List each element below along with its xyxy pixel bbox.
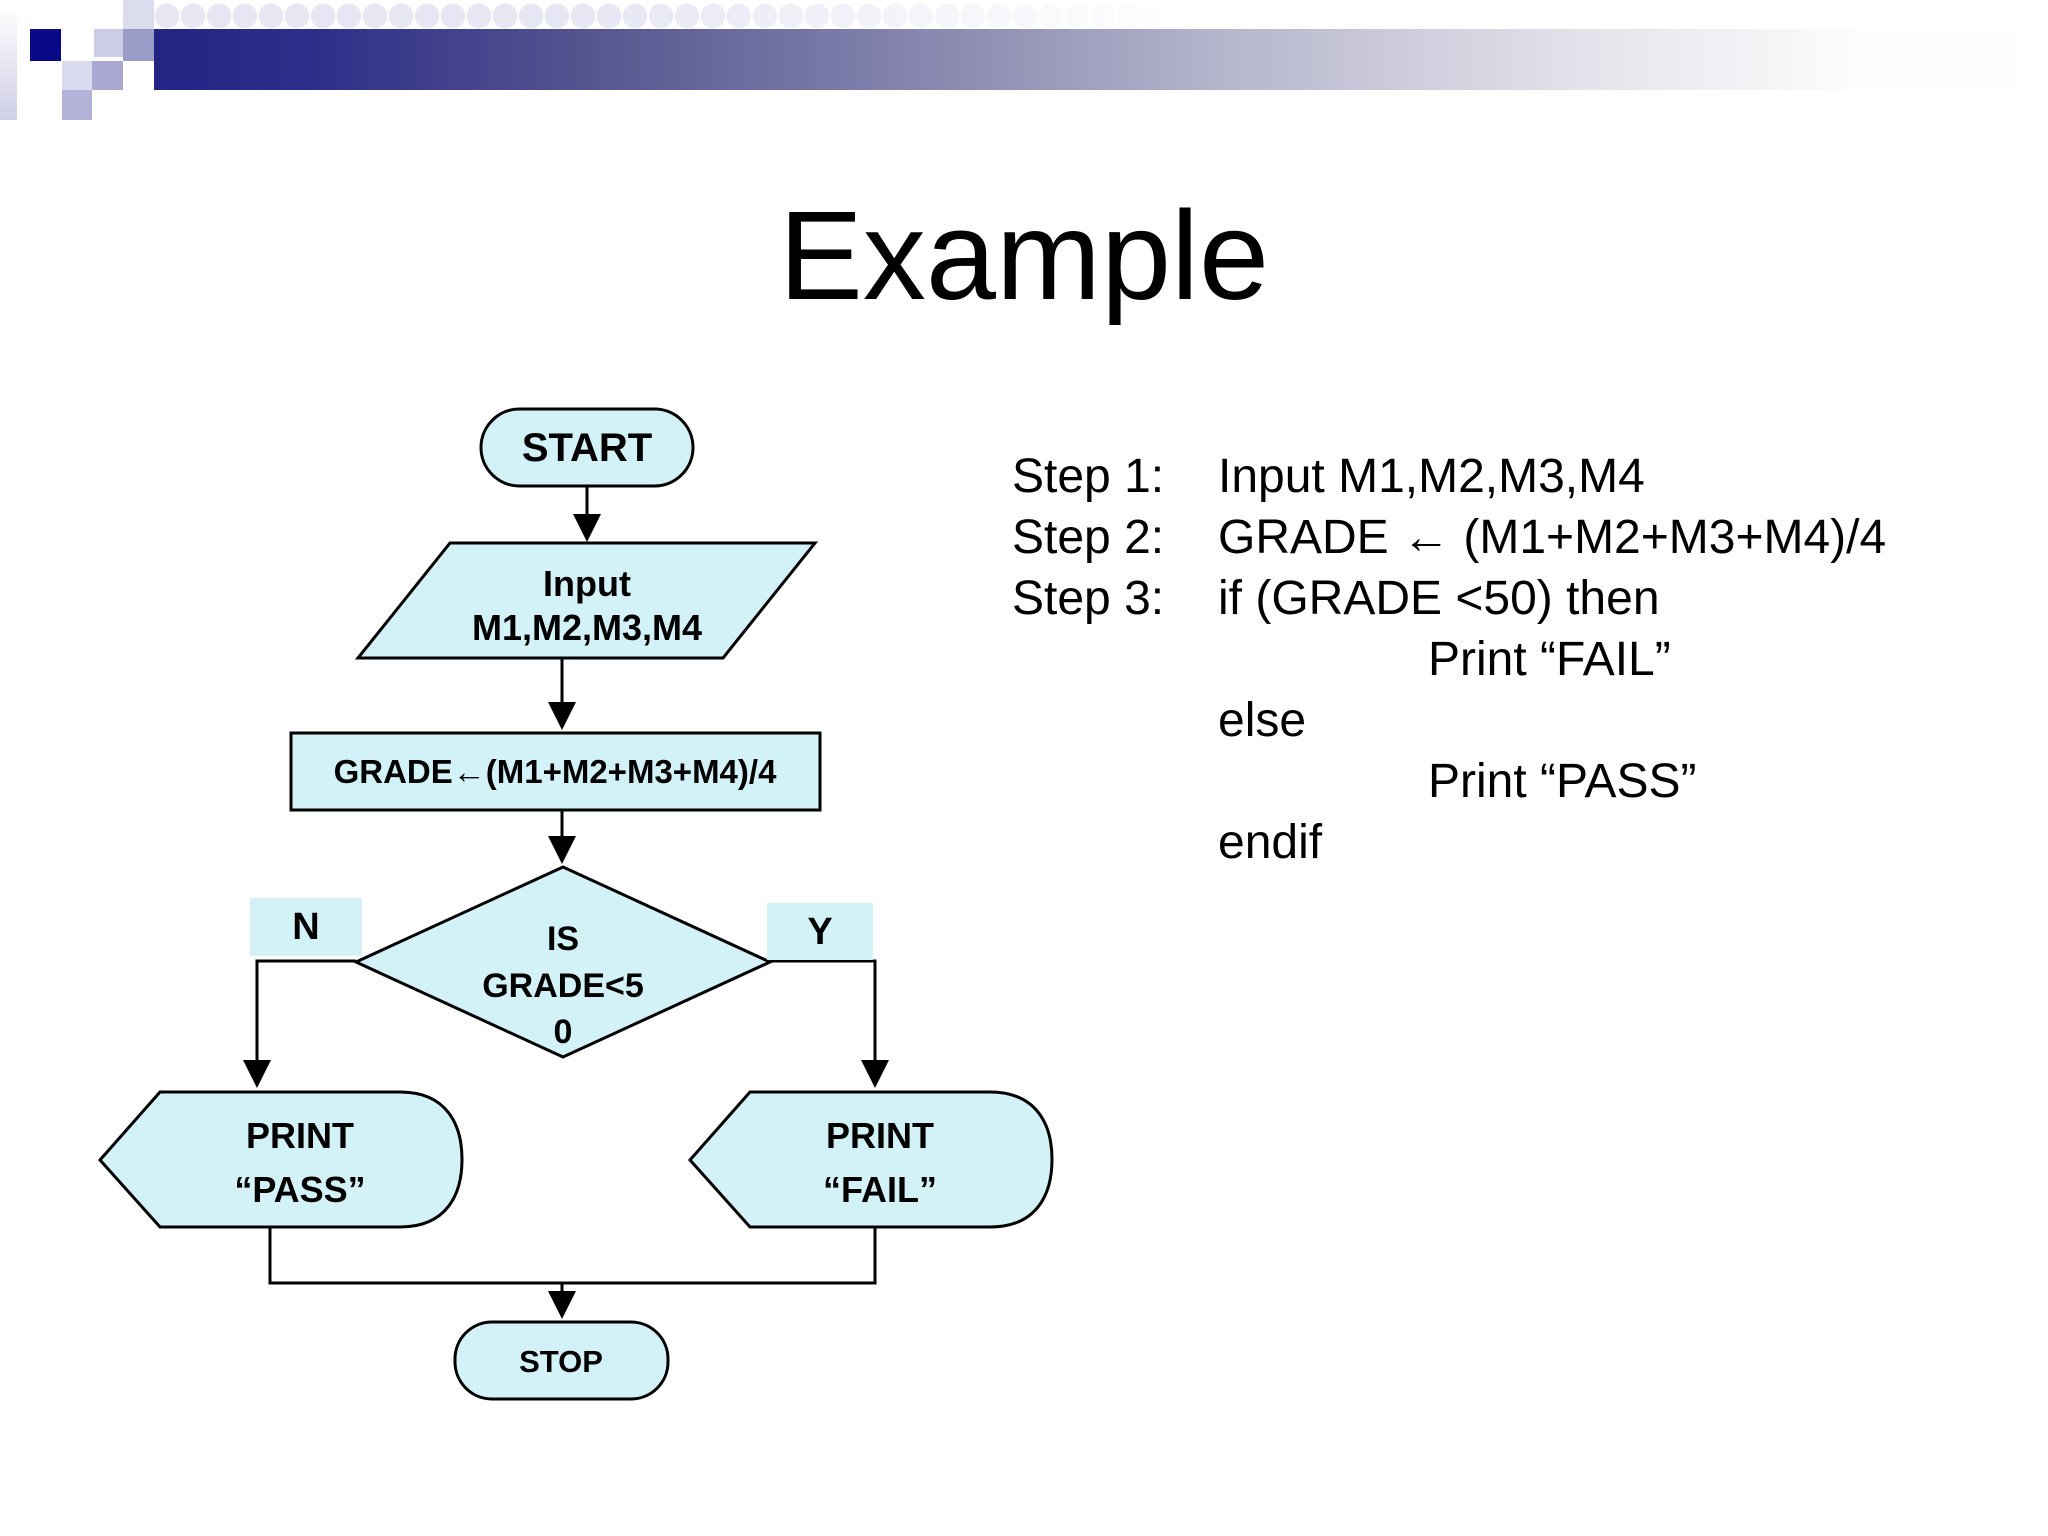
deco-square-navy <box>30 29 61 61</box>
statement-text: Print “FAIL” <box>1428 633 1671 686</box>
header-gradient-bar <box>154 29 2048 90</box>
statement-text: endif <box>1218 816 1323 869</box>
branch-label-box-yes <box>767 903 873 960</box>
arrowhead-icon <box>548 702 576 730</box>
pseudocode-row: endif <box>1012 812 1886 873</box>
step-label: Step 3: <box>1012 572 1165 625</box>
decision-diamond <box>352 865 774 1059</box>
pseudocode-row: Step 2: GRADE ← (M1+M2+M3+M4)/4 <box>1012 507 1886 568</box>
print-fail-line1: PRINT <box>826 1115 934 1156</box>
flowchart-labels: START Input M1,M2,M3,M4 GRADE←(M1+M2+M3+… <box>234 426 937 1379</box>
deco-square-light-2 <box>62 61 92 90</box>
pseudocode-block: Step 1: Input M1,M2,M3,M4 Step 2: GRADE ← … <box>1012 446 1886 873</box>
pseudocode-row: Step 3: if (GRADE <50) then <box>1012 568 1886 629</box>
step-label: Step 2: <box>1012 511 1165 564</box>
start-label: START <box>522 426 652 470</box>
pseudocode-row: Print “FAIL” <box>1012 629 1886 690</box>
pseudocode-row: Print “PASS” <box>1012 751 1886 812</box>
deco-square-light-1 <box>94 29 123 57</box>
print-pass-line2: “PASS” <box>234 1169 365 1210</box>
print-pass-line1: PRINT <box>246 1115 354 1156</box>
pseudocode-row: else <box>1012 690 1886 751</box>
flowchart-shapes <box>97 407 1054 1401</box>
pseudocode-row: Step 1: Input M1,M2,M3,M4 <box>1012 446 1886 507</box>
process-rect-grade <box>289 731 822 812</box>
stop-label: STOP <box>519 1344 603 1379</box>
arrowhead-icon <box>861 1060 889 1088</box>
step-label: Step 1: <box>1012 450 1165 503</box>
input-label-line1: Input <box>543 563 631 604</box>
statement-text: Input M1,M2,M3,M4 <box>1218 450 1645 503</box>
input-label-line2: M1,M2,M3,M4 <box>472 607 702 648</box>
arrowhead-icon <box>243 1060 271 1088</box>
terminator-stop <box>453 1320 670 1401</box>
connector-decision-no <box>255 959 356 1062</box>
process-label: GRADE←(M1+M2+M3+M4)/4 <box>334 753 778 790</box>
deco-square-column <box>123 0 154 29</box>
decision-label-line1: IS <box>547 920 579 958</box>
statement-text: if (GRADE <50) then <box>1218 572 1660 625</box>
arrowhead-icon <box>548 1291 576 1319</box>
terminator-start <box>479 407 695 488</box>
print-fail-line2: “FAIL” <box>823 1169 937 1210</box>
connector-merge <box>268 1226 877 1285</box>
io-parallelogram-input <box>354 541 819 660</box>
arrowhead-icon <box>548 836 576 864</box>
decision-label-line2: GRADE<5 <box>482 967 644 1005</box>
branch-label-yes: Y <box>807 911 832 953</box>
branch-label-box-no <box>250 898 362 956</box>
display-shape-print-pass <box>97 1090 464 1229</box>
deco-square-medium-3 <box>62 90 92 120</box>
branch-label-no: N <box>292 906 319 948</box>
left-gradient-strip <box>0 13 17 120</box>
statement-text: Print “PASS” <box>1428 755 1697 808</box>
slide-title: Example <box>778 185 1270 326</box>
deco-square-medium-2 <box>92 61 123 90</box>
scallop-fade-overlay <box>154 0 1224 30</box>
deco-square-medium-1 <box>123 29 154 61</box>
flowchart-connectors <box>243 486 889 1319</box>
connector-decision-yes <box>770 959 877 1062</box>
decision-label-line3: 0 <box>554 1013 573 1051</box>
arrowhead-icon <box>573 514 601 542</box>
statement-text: GRADE ← (M1+M2+M3+M4)/4 <box>1218 511 1887 564</box>
display-shape-print-fail <box>687 1090 1054 1229</box>
statement-text: else <box>1218 694 1307 747</box>
